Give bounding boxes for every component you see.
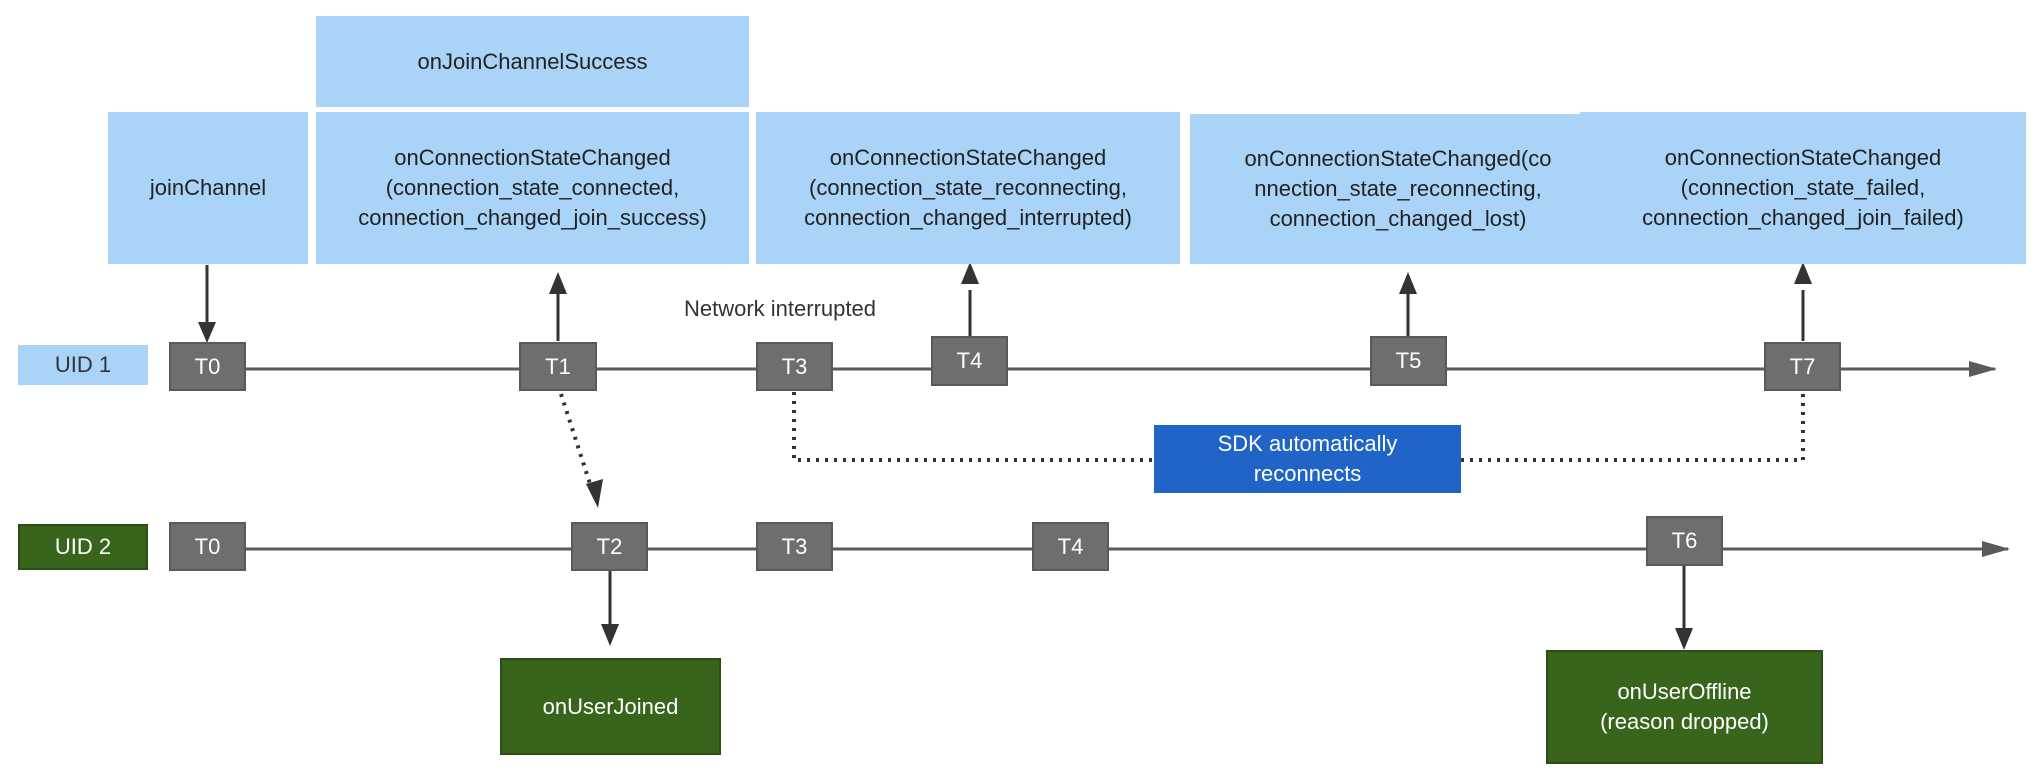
user-offline-line-1: onUserOffline (1617, 679, 1752, 704)
sdk-reconnects-line-2: reconnects (1253, 461, 1362, 486)
state-failed-line-1: onConnectionStateChanged (1664, 145, 1942, 170)
join-channel-box: joinChannel (108, 112, 308, 264)
user-joined-label: onUserJoined (542, 693, 679, 719)
state-connected-line-1: onConnectionStateChanged (394, 145, 671, 170)
state-failed-box: onConnectionStateChanged (connection_sta… (1580, 112, 2026, 264)
uid2-tick-t3: T3 (756, 522, 833, 571)
dotted-t3-to-sdk (792, 392, 1154, 462)
state-interrupted-line-3: connection_changed_interrupted) (804, 205, 1132, 230)
state-lost-line-3: connection_changed_lost) (1269, 206, 1527, 231)
network-interrupted-label: Network interrupted (684, 296, 876, 321)
uid1-label: UID 1 (18, 345, 148, 385)
uid1-tick-t5: T5 (1370, 336, 1447, 386)
arrowhead-t0 (198, 322, 216, 343)
uid1-tick-t1: T1 (519, 342, 597, 391)
arrowhead-t4 (961, 262, 979, 284)
user-offline-box: onUserOffline (reason dropped) (1546, 650, 1823, 764)
state-connected-line-2: (connection_state_connected, (385, 175, 680, 200)
state-connected-line-3: connection_changed_join_success) (358, 205, 707, 230)
uid1-tick-t0: T0 (169, 342, 246, 391)
arrowhead-t1 (549, 272, 567, 294)
state-lost-line-1: onConnectionStateChanged(co (1244, 146, 1552, 171)
uid2-tick-t0: T0 (169, 522, 246, 571)
state-interrupted-line-2: (connection_state_reconnecting, (809, 175, 1127, 200)
state-connected-box: onConnectionStateChanged (connection_sta… (316, 112, 749, 264)
uid2-tick-t4: T4 (1032, 522, 1109, 571)
arrowhead-t7 (1794, 262, 1812, 284)
state-failed-line-3: connection_changed_join_failed) (1642, 205, 1964, 230)
dotted-sdk-to-t7 (1461, 392, 1805, 462)
dotted-arrow-t1-to-t2 (559, 393, 594, 491)
arrowhead-t2 (586, 479, 603, 508)
uid1-tick-t4: T4 (931, 336, 1008, 386)
sdk-reconnects-box: SDK automatically reconnects (1154, 425, 1461, 493)
state-failed-line-2: (connection_state_failed, (1680, 175, 1926, 200)
arrowhead-useroffline (1675, 628, 1693, 650)
state-lost-box: onConnectionStateChanged(co nnection_sta… (1190, 114, 1606, 264)
user-offline-line-2: (reason dropped) (1600, 709, 1769, 734)
state-interrupted-line-1: onConnectionStateChanged (829, 145, 1107, 170)
uid1-tick-t7: T7 (1764, 342, 1841, 391)
uid1-tick-t3: T3 (756, 342, 833, 391)
user-joined-box: onUserJoined (500, 658, 721, 755)
arrowhead-userjoined (601, 624, 619, 646)
uid2-label: UID 2 (18, 524, 148, 570)
join-channel-label: joinChannel (149, 175, 267, 200)
uid2-tick-t2: T2 (571, 522, 648, 571)
state-interrupted-box: onConnectionStateChanged (connection_sta… (756, 112, 1180, 264)
join-channel-success-label: onJoinChannelSuccess (417, 48, 648, 74)
uid2-tick-t6: T6 (1646, 516, 1723, 566)
sdk-reconnects-line-1: SDK automatically (1217, 431, 1398, 456)
join-channel-success-box: onJoinChannelSuccess (316, 16, 749, 107)
state-lost-line-2: nnection_state_reconnecting, (1254, 176, 1542, 201)
arrowhead-t5 (1399, 272, 1417, 294)
